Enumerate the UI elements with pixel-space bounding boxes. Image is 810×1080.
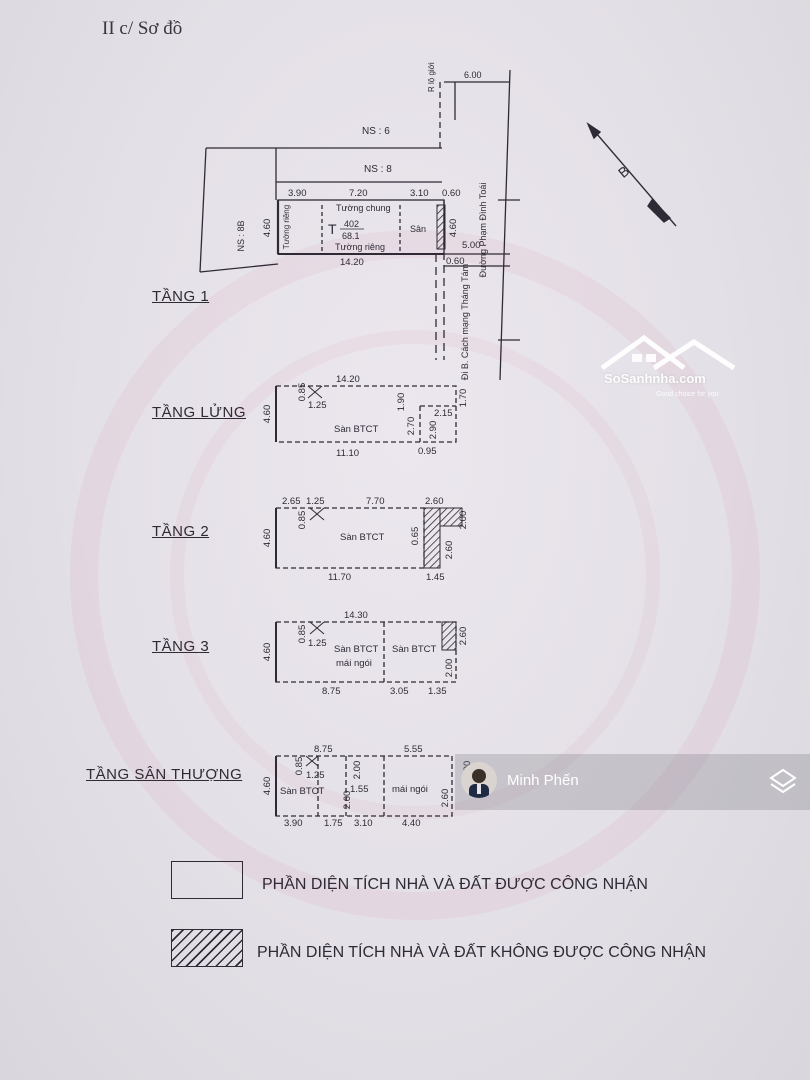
fst-dim: 4.60 (262, 777, 273, 796)
fst-dim: 3.10 (354, 818, 373, 829)
fst-dim: 4.40 (402, 818, 421, 829)
f2-dim: 0.65 (410, 527, 421, 546)
street-name-2: Đi B. Cách mạng Tháng Tám (460, 264, 470, 380)
fl-dim: 0.85 (297, 383, 308, 402)
fst-dim: 2.60 (342, 791, 353, 810)
fst-dim: 2.00 (352, 761, 363, 780)
f1-dim: 0.60 (446, 256, 465, 267)
neighbor-ns8: NS : 8 (364, 164, 392, 175)
f1-private-wall-left: Tường riêng (282, 205, 291, 249)
f3-dim: 4.60 (262, 643, 273, 662)
fl-dim: 0.95 (418, 446, 437, 457)
section-title: II c/ Sơ đồ (102, 18, 183, 39)
f2-dim: 2.00 (458, 511, 469, 530)
fst-dim: 0.85 (294, 757, 305, 776)
f3-dim: 3.05 (390, 686, 409, 697)
fl-dim: 2.15 (434, 408, 453, 419)
watermark-brand: SoSanhnha.com (604, 371, 706, 386)
fl-dim: 1.90 (396, 393, 407, 412)
f3-dim: 2.60 (458, 627, 469, 646)
fst-dim: 3.90 (284, 818, 303, 829)
fl-dim: 11.10 (336, 448, 359, 459)
f3-dim: 8.75 (322, 686, 341, 697)
f3-dim: 1.35 (428, 686, 447, 697)
house-logo-icon (600, 334, 736, 371)
floor-label-2: TẦNG 2 (152, 523, 210, 540)
layers-logo-icon[interactable] (768, 767, 798, 797)
f1-lot-number: 402 (344, 219, 359, 229)
f1-dim: 14.20 (340, 257, 364, 268)
fst-dim: 5.55 (404, 744, 423, 755)
f2-dim: 4.60 (262, 529, 273, 548)
street-name-1: Đường Phạm Đình Toái (478, 183, 488, 278)
f1-private-wall: Tường riêng (335, 242, 385, 252)
f3-dim: 0.85 (297, 625, 308, 644)
f1-yard: Sân (410, 224, 426, 234)
f2-dim: 2.60 (444, 541, 455, 560)
f2-dim: 11.70 (328, 572, 351, 583)
f3-slab-1: Sàn BTCT (334, 644, 379, 655)
fst-dim: 1.25 (306, 770, 325, 781)
agent-name[interactable]: Minh Phến (507, 772, 579, 789)
floor-label-1: TẦNG 1 (152, 288, 210, 305)
fl-dim: 14.20 (336, 374, 360, 385)
avatar[interactable] (461, 762, 497, 798)
f1-dim: 7.20 (349, 188, 368, 199)
f3-dim: 2.00 (444, 659, 455, 678)
f1-dim: 4.60 (448, 219, 459, 238)
f2-dim: 7.70 (366, 496, 385, 507)
legend-recognized-text: PHẦN DIỆN TÍCH NHÀ VÀ ĐẤT ĐƯỢC CÔNG NHẬN (262, 876, 648, 893)
fst-dim: 8.75 (314, 744, 333, 755)
f1-dim: 5.00 (462, 240, 481, 251)
fst-dim: 2.60 (440, 789, 451, 808)
north-arrow-icon (586, 122, 677, 227)
f1-lot-area: 68.1 (342, 231, 360, 241)
legend-recognized-swatch (171, 861, 243, 899)
f2-dim: 1.45 (426, 572, 445, 583)
road-right-of-way: R lộ giới (427, 62, 436, 92)
f3-dim: 14.30 (344, 610, 368, 621)
f2-slab: Sàn BTCT (340, 532, 385, 543)
fl-slab: Sàn BTCT (334, 424, 379, 435)
f1-dim: 3.90 (288, 188, 307, 199)
fst-dim: 1.75 (324, 818, 343, 829)
f2-dim: 0.85 (297, 511, 308, 530)
road-width: 6.00 (464, 70, 482, 80)
fl-dim: 1.70 (458, 389, 469, 408)
legend-not-recognized-swatch (171, 929, 243, 967)
legend-not-recognized-text: PHẦN DIỆN TÍCH NHÀ VÀ ĐẤT KHÔNG ĐƯỢC CÔN… (257, 944, 707, 961)
f3-dim: 1.25 (308, 638, 327, 649)
f3-tile-roof: mái ngói (336, 658, 372, 669)
floor-label-rooftop: TẦNG SÂN THƯỢNG (86, 766, 243, 783)
f2-dim: 1.25 (306, 496, 325, 507)
floor-label-3: TẦNG 3 (152, 638, 210, 655)
f1-dim: 4.60 (262, 219, 273, 238)
f2-dim: 2.60 (425, 496, 444, 507)
fl-dim: 2.90 (428, 421, 439, 440)
fl-dim: 1.25 (308, 400, 327, 411)
neighbor-ns6: NS : 6 (362, 126, 390, 137)
neighbor-ns8b: NS : 8B (236, 220, 246, 251)
fl-dim: 4.60 (262, 405, 273, 424)
watermark-tagline: Good choice for you (656, 391, 719, 398)
f1-lot-code: T (328, 221, 337, 237)
floor-label-mezzanine: TẦNG LỬNG (152, 404, 246, 421)
f2-dim: 2.65 (282, 496, 301, 507)
f3-slab-2: Sàn BTCT (392, 644, 437, 655)
f1-common-wall: Tường chung (336, 203, 390, 213)
fst-slab: Sàn BTCT (280, 786, 325, 797)
fst-dim: 1.55 (350, 784, 369, 795)
agent-bar[interactable] (455, 754, 810, 810)
fl-dim: 2.70 (406, 417, 417, 436)
fst-tile-roof: mái ngói (392, 784, 428, 795)
f1-dim: 0.60 (442, 188, 461, 199)
f1-dim: 3.10 (410, 188, 429, 199)
